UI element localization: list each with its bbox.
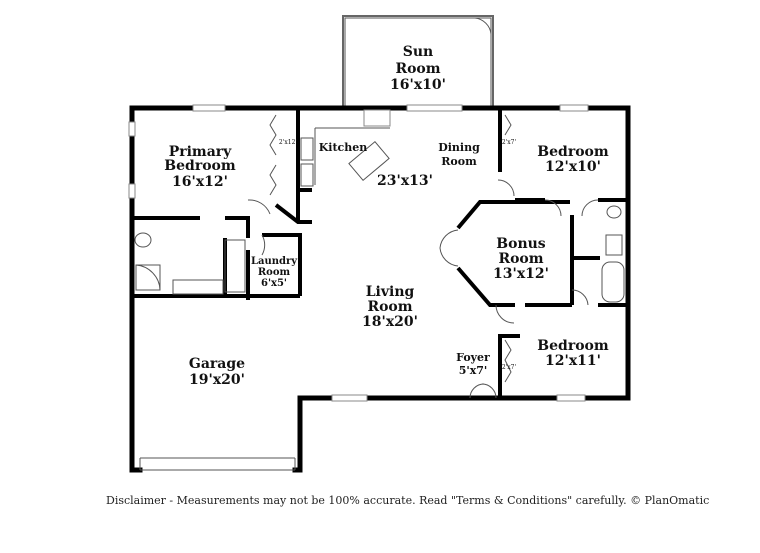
bedroom-1-closet-size: 2'x7' xyxy=(502,139,517,146)
bedroom-2-closet-size: 2'x7' xyxy=(502,364,517,371)
laundry-room-size: 6'x5' xyxy=(261,278,287,289)
windows xyxy=(128,104,589,402)
dining-room-label: Dining xyxy=(438,141,480,154)
bedroom-1-label: Bedroom xyxy=(537,144,609,160)
living-room-label-2: Room xyxy=(367,299,412,315)
foyer-label: Foyer xyxy=(456,351,490,364)
bonus-room-label-2: Room xyxy=(498,251,543,267)
doors xyxy=(247,114,599,399)
bonus-room-size: 13'x12' xyxy=(493,266,549,282)
fixtures xyxy=(134,137,625,303)
dining-room-label-2: Room xyxy=(441,155,477,168)
kitchen-label: Kitchen xyxy=(319,141,368,154)
bonus-room-label: Bonus xyxy=(496,236,546,252)
laundry-room-label-2: Room xyxy=(258,267,291,278)
bedroom-2-label: Bedroom xyxy=(537,338,609,354)
sun-room-size: 16'x10' xyxy=(390,77,446,93)
primary-closet-size: 2'x12' xyxy=(279,139,297,146)
living-room-size: 18'x20' xyxy=(362,314,418,330)
garage-label: Garage xyxy=(189,356,245,372)
bedroom-1-size: 12'x10' xyxy=(545,159,601,175)
living-room-label: Living xyxy=(366,284,415,300)
primary-bedroom-size: 16'x12' xyxy=(172,174,228,190)
primary-bedroom-label: Primary xyxy=(169,144,232,160)
disclaimer: Disclaimer - Measurements may not be 100… xyxy=(106,494,709,507)
bedroom-2-size: 12'x11' xyxy=(545,353,601,369)
room-labels: Sun Room 16'x10' Primary Bedroom 16'x12'… xyxy=(164,44,609,388)
garage-size: 19'x20' xyxy=(189,372,245,388)
laundry-room-label: Laundry xyxy=(251,256,298,267)
primary-bedroom-label-2: Bedroom xyxy=(164,158,236,174)
kitchen-dining-size: 23'x13' xyxy=(377,173,433,189)
sun-room-label-2: Room xyxy=(395,61,440,77)
foyer-size: 5'x7' xyxy=(459,364,488,377)
sun-room-label: Sun xyxy=(403,44,433,60)
exterior-walls xyxy=(129,105,631,473)
